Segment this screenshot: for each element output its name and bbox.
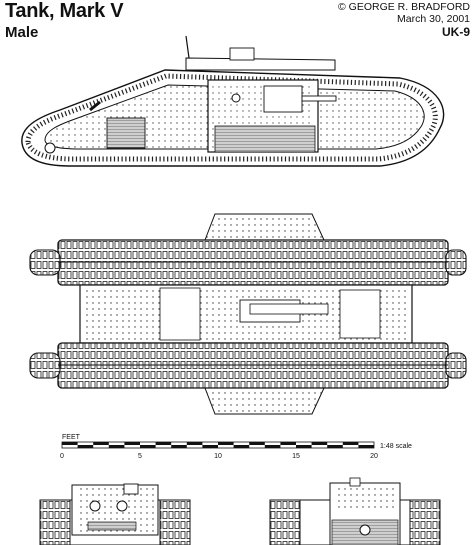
scale-checker bbox=[61, 441, 375, 449]
scale-segment bbox=[202, 445, 218, 448]
side-gun-barrel bbox=[301, 95, 337, 102]
side-view bbox=[21, 35, 445, 167]
side-track-plates bbox=[25, 73, 438, 162]
side-hatch bbox=[106, 117, 146, 149]
side-cupola bbox=[229, 47, 255, 61]
top-gun bbox=[249, 303, 329, 315]
top-view bbox=[29, 213, 467, 415]
scale-segment bbox=[218, 442, 234, 445]
scale-segment bbox=[124, 442, 140, 445]
scale-segment bbox=[140, 445, 156, 448]
side-cab bbox=[185, 57, 336, 71]
scale-unit-label: FEET bbox=[62, 434, 81, 441]
scale-ticks: 0 5 10 15 20 bbox=[60, 453, 378, 460]
scale-tick-label: 5 bbox=[138, 453, 142, 460]
side-door bbox=[263, 85, 303, 113]
scale-tick-label: 0 bbox=[60, 453, 64, 460]
scale-tick-label: 10 bbox=[214, 453, 222, 460]
scale-segment bbox=[233, 445, 250, 448]
scale-segment bbox=[280, 442, 296, 445]
side-exhaust bbox=[89, 100, 101, 112]
scale-segment bbox=[155, 442, 172, 445]
scale-tick-label: 15 bbox=[292, 453, 300, 460]
scale-tick-label: 20 bbox=[370, 453, 378, 460]
scale-segment bbox=[77, 445, 94, 448]
credit-block: © GEORGE R. BRADFORD March 30, 2001 UK-9 bbox=[338, 1, 470, 38]
scale-segment bbox=[249, 442, 265, 445]
scale-segment bbox=[296, 445, 312, 448]
scale-segment bbox=[311, 442, 328, 445]
drawing-code: UK-9 bbox=[441, 25, 470, 39]
scale-segment bbox=[358, 445, 374, 448]
scale-segment bbox=[62, 442, 78, 445]
scale-segment bbox=[171, 445, 187, 448]
side-rear-idler bbox=[44, 142, 56, 154]
side-mast bbox=[185, 35, 190, 59]
drawing-subtitle: Male bbox=[5, 24, 39, 41]
scale-segment bbox=[264, 445, 281, 448]
scale-ratio-label: 1:48 scale bbox=[380, 443, 412, 450]
rear-view bbox=[269, 477, 441, 545]
drawing-date: March 30, 2001 bbox=[397, 13, 470, 25]
side-pistol-port bbox=[231, 93, 241, 103]
copyright-text: © GEORGE R. BRADFORD bbox=[338, 1, 470, 13]
scale-segment bbox=[342, 442, 359, 445]
scale-segment bbox=[108, 445, 125, 448]
drawing-title: Tank, Mark V bbox=[5, 0, 124, 22]
scale-segment bbox=[327, 445, 343, 448]
side-sponson-lower bbox=[214, 125, 316, 153]
scale-bar: FEET 1:48 scale 0 5 10 15 20 bbox=[60, 434, 412, 460]
scale-segment bbox=[186, 442, 203, 445]
front-view bbox=[39, 483, 191, 545]
scale-segment bbox=[93, 442, 109, 445]
